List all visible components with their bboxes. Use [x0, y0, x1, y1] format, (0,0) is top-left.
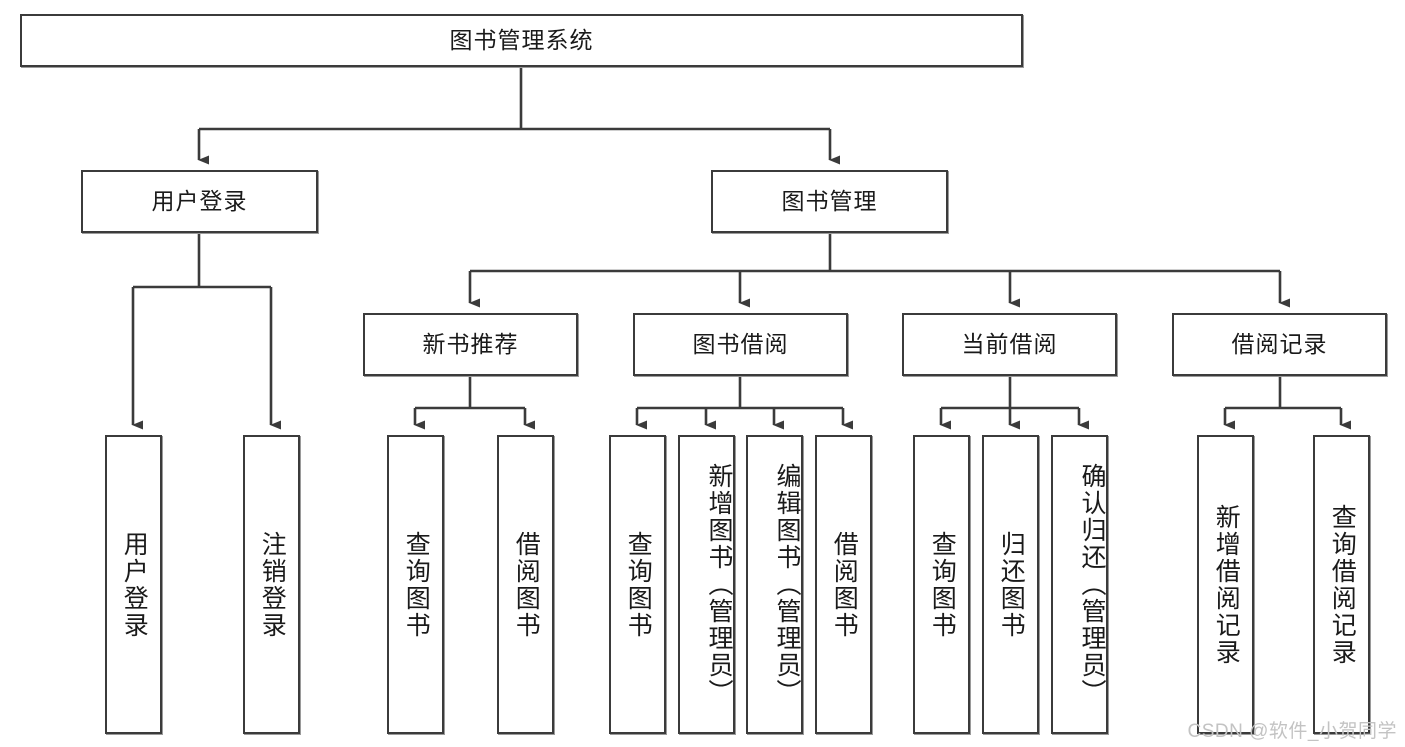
leaf-return-book[interactable]: 归还图书 — [982, 435, 1039, 734]
leaf-query-book-1[interactable]: 查询图书 — [387, 435, 444, 734]
node-user-login-label: 用户登录 — [151, 187, 248, 214]
node-book-management-label: 图书管理 — [781, 187, 878, 214]
leaf-user-logout[interactable]: 注销登录 — [243, 435, 300, 734]
leaf-borrow-book-2[interactable]: 借阅图书 — [815, 435, 872, 734]
leaf-query-book-2-label: 查询图书 — [624, 530, 653, 639]
leaf-borrow-book-2-label: 借阅图书 — [830, 530, 859, 639]
node-new-book-recommend[interactable]: 新书推荐 — [363, 313, 578, 376]
leaf-borrow-book-1[interactable]: 借阅图书 — [497, 435, 554, 734]
node-root[interactable]: 图书管理系统 — [20, 14, 1023, 67]
node-book-borrow-label: 图书借阅 — [692, 330, 789, 357]
leaf-user-login-label: 用户登录 — [120, 530, 149, 639]
node-new-book-recommend-label: 新书推荐 — [422, 330, 519, 357]
leaf-return-book-label: 归还图书 — [997, 530, 1026, 639]
leaf-query-record[interactable]: 查询借阅记录 — [1313, 435, 1370, 734]
leaf-user-login[interactable]: 用户登录 — [105, 435, 162, 734]
node-book-management[interactable]: 图书管理 — [711, 170, 948, 233]
leaf-query-book-1-label: 查询图书 — [402, 530, 431, 639]
leaf-add-record-label: 新增借阅记录 — [1212, 503, 1241, 666]
leaf-query-book-2[interactable]: 查询图书 — [609, 435, 666, 734]
leaf-query-book-3[interactable]: 查询图书 — [913, 435, 970, 734]
leaf-edit-book[interactable]: 编辑图书（管理员） — [746, 435, 803, 734]
node-book-borrow[interactable]: 图书借阅 — [633, 313, 848, 376]
node-current-borrow[interactable]: 当前借阅 — [902, 313, 1117, 376]
leaf-user-logout-label: 注销登录 — [258, 530, 287, 639]
leaf-borrow-book-1-label: 借阅图书 — [512, 530, 541, 639]
node-user-login[interactable]: 用户登录 — [81, 170, 318, 233]
leaf-add-record[interactable]: 新增借阅记录 — [1197, 435, 1254, 734]
node-root-label: 图书管理系统 — [449, 26, 594, 53]
node-current-borrow-label: 当前借阅 — [961, 330, 1058, 357]
csdn-watermark: CSDN @软件_小贺同学 — [1187, 721, 1397, 742]
leaf-add-book[interactable]: 新增图书（管理员） — [678, 435, 735, 734]
leaf-edit-book-label: 编辑图书（管理员） — [773, 463, 801, 706]
leaf-add-book-label: 新增图书（管理员） — [705, 463, 733, 706]
leaf-query-record-label: 查询借阅记录 — [1328, 503, 1357, 666]
node-borrow-record-label: 借阅记录 — [1231, 330, 1328, 357]
leaf-confirm-return-label: 确认归还（管理员） — [1078, 463, 1106, 706]
leaf-confirm-return[interactable]: 确认归还（管理员） — [1051, 435, 1108, 734]
node-borrow-record[interactable]: 借阅记录 — [1172, 313, 1387, 376]
leaf-query-book-3-label: 查询图书 — [928, 530, 957, 639]
